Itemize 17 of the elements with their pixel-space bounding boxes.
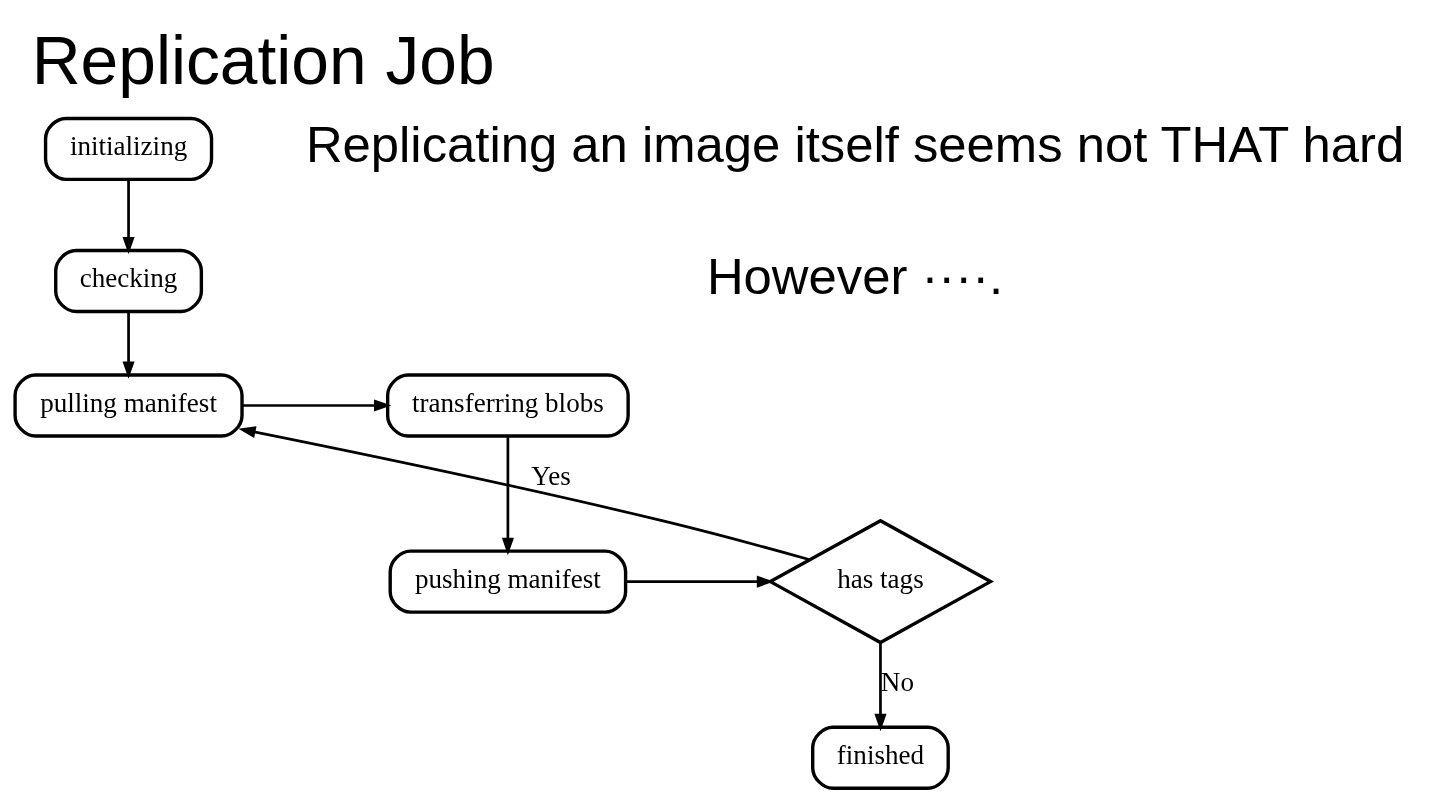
node-box: pulling manifest [13,372,244,438]
label: However ····. [706,247,1004,305]
node-box: initializing [43,116,214,181]
arrow [501,436,514,555]
arrow [122,311,135,379]
arrow [874,642,887,731]
node-box: transferring blobs [385,372,630,438]
label: Replicating an image itself seems not THAT hard [305,115,1405,173]
node-box: checking [54,248,204,313]
arrow [122,179,135,254]
node-box: finished [811,725,950,790]
arrow [242,398,392,412]
node-box: pushing manifest [388,548,628,614]
arrow [238,425,811,561]
edge-label: Yes [531,460,571,491]
arrow [625,575,775,588]
diagram-title: Replication Job [31,22,495,98]
